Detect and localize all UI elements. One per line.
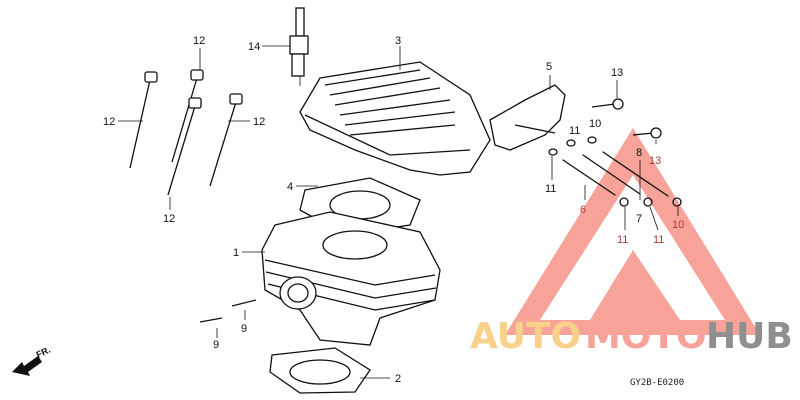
pipes — [562, 151, 669, 197]
label-9: 9 — [241, 323, 247, 335]
watermark-auto: AUTO — [470, 316, 581, 357]
label-13: 13 — [649, 155, 661, 167]
label-5: 5 — [546, 61, 552, 73]
label-11: 11 — [617, 234, 628, 246]
label-10: 10 — [672, 219, 684, 231]
label-8: 8 — [636, 147, 642, 159]
label-11: 11 — [569, 125, 580, 137]
label-2: 2 — [395, 373, 401, 385]
label-12: 12 — [193, 35, 205, 47]
spark-plug — [289, 7, 309, 86]
thermostat-housing — [489, 84, 566, 151]
label-14: 14 — [248, 41, 260, 53]
label-9: 9 — [213, 339, 219, 351]
base-gasket — [269, 347, 371, 394]
watermark-triangle — [505, 128, 760, 335]
cylinder — [261, 211, 441, 346]
dowel-studs — [199, 299, 257, 323]
label-12: 12 — [163, 213, 175, 225]
label-10: 10 — [589, 118, 601, 130]
diagram-code: GY2B-E0200 — [630, 378, 684, 388]
stud-bolts — [129, 69, 243, 196]
cylinder-head — [299, 61, 491, 176]
front-direction-arrow-icon — [12, 356, 42, 376]
label-6: 6 — [580, 204, 586, 216]
label-4: 4 — [287, 181, 293, 193]
label-3: 3 — [395, 35, 401, 47]
watermark-logo: AUTO MOTO HUB — [470, 316, 793, 357]
leader-lines — [118, 45, 679, 379]
label-11: 11 — [653, 234, 664, 246]
label-12: 12 — [253, 116, 265, 128]
bolts — [591, 98, 662, 139]
watermark-hub: HUB — [706, 316, 793, 357]
label-7: 7 — [636, 213, 642, 225]
front-direction-label: FR. — [35, 345, 52, 360]
label-13: 13 — [611, 67, 623, 79]
label-12: 12 — [103, 116, 115, 128]
label-1: 1 — [233, 247, 239, 259]
label-11: 11 — [545, 183, 556, 195]
o-rings — [548, 136, 682, 207]
watermark-moto: MOTO — [585, 316, 707, 357]
